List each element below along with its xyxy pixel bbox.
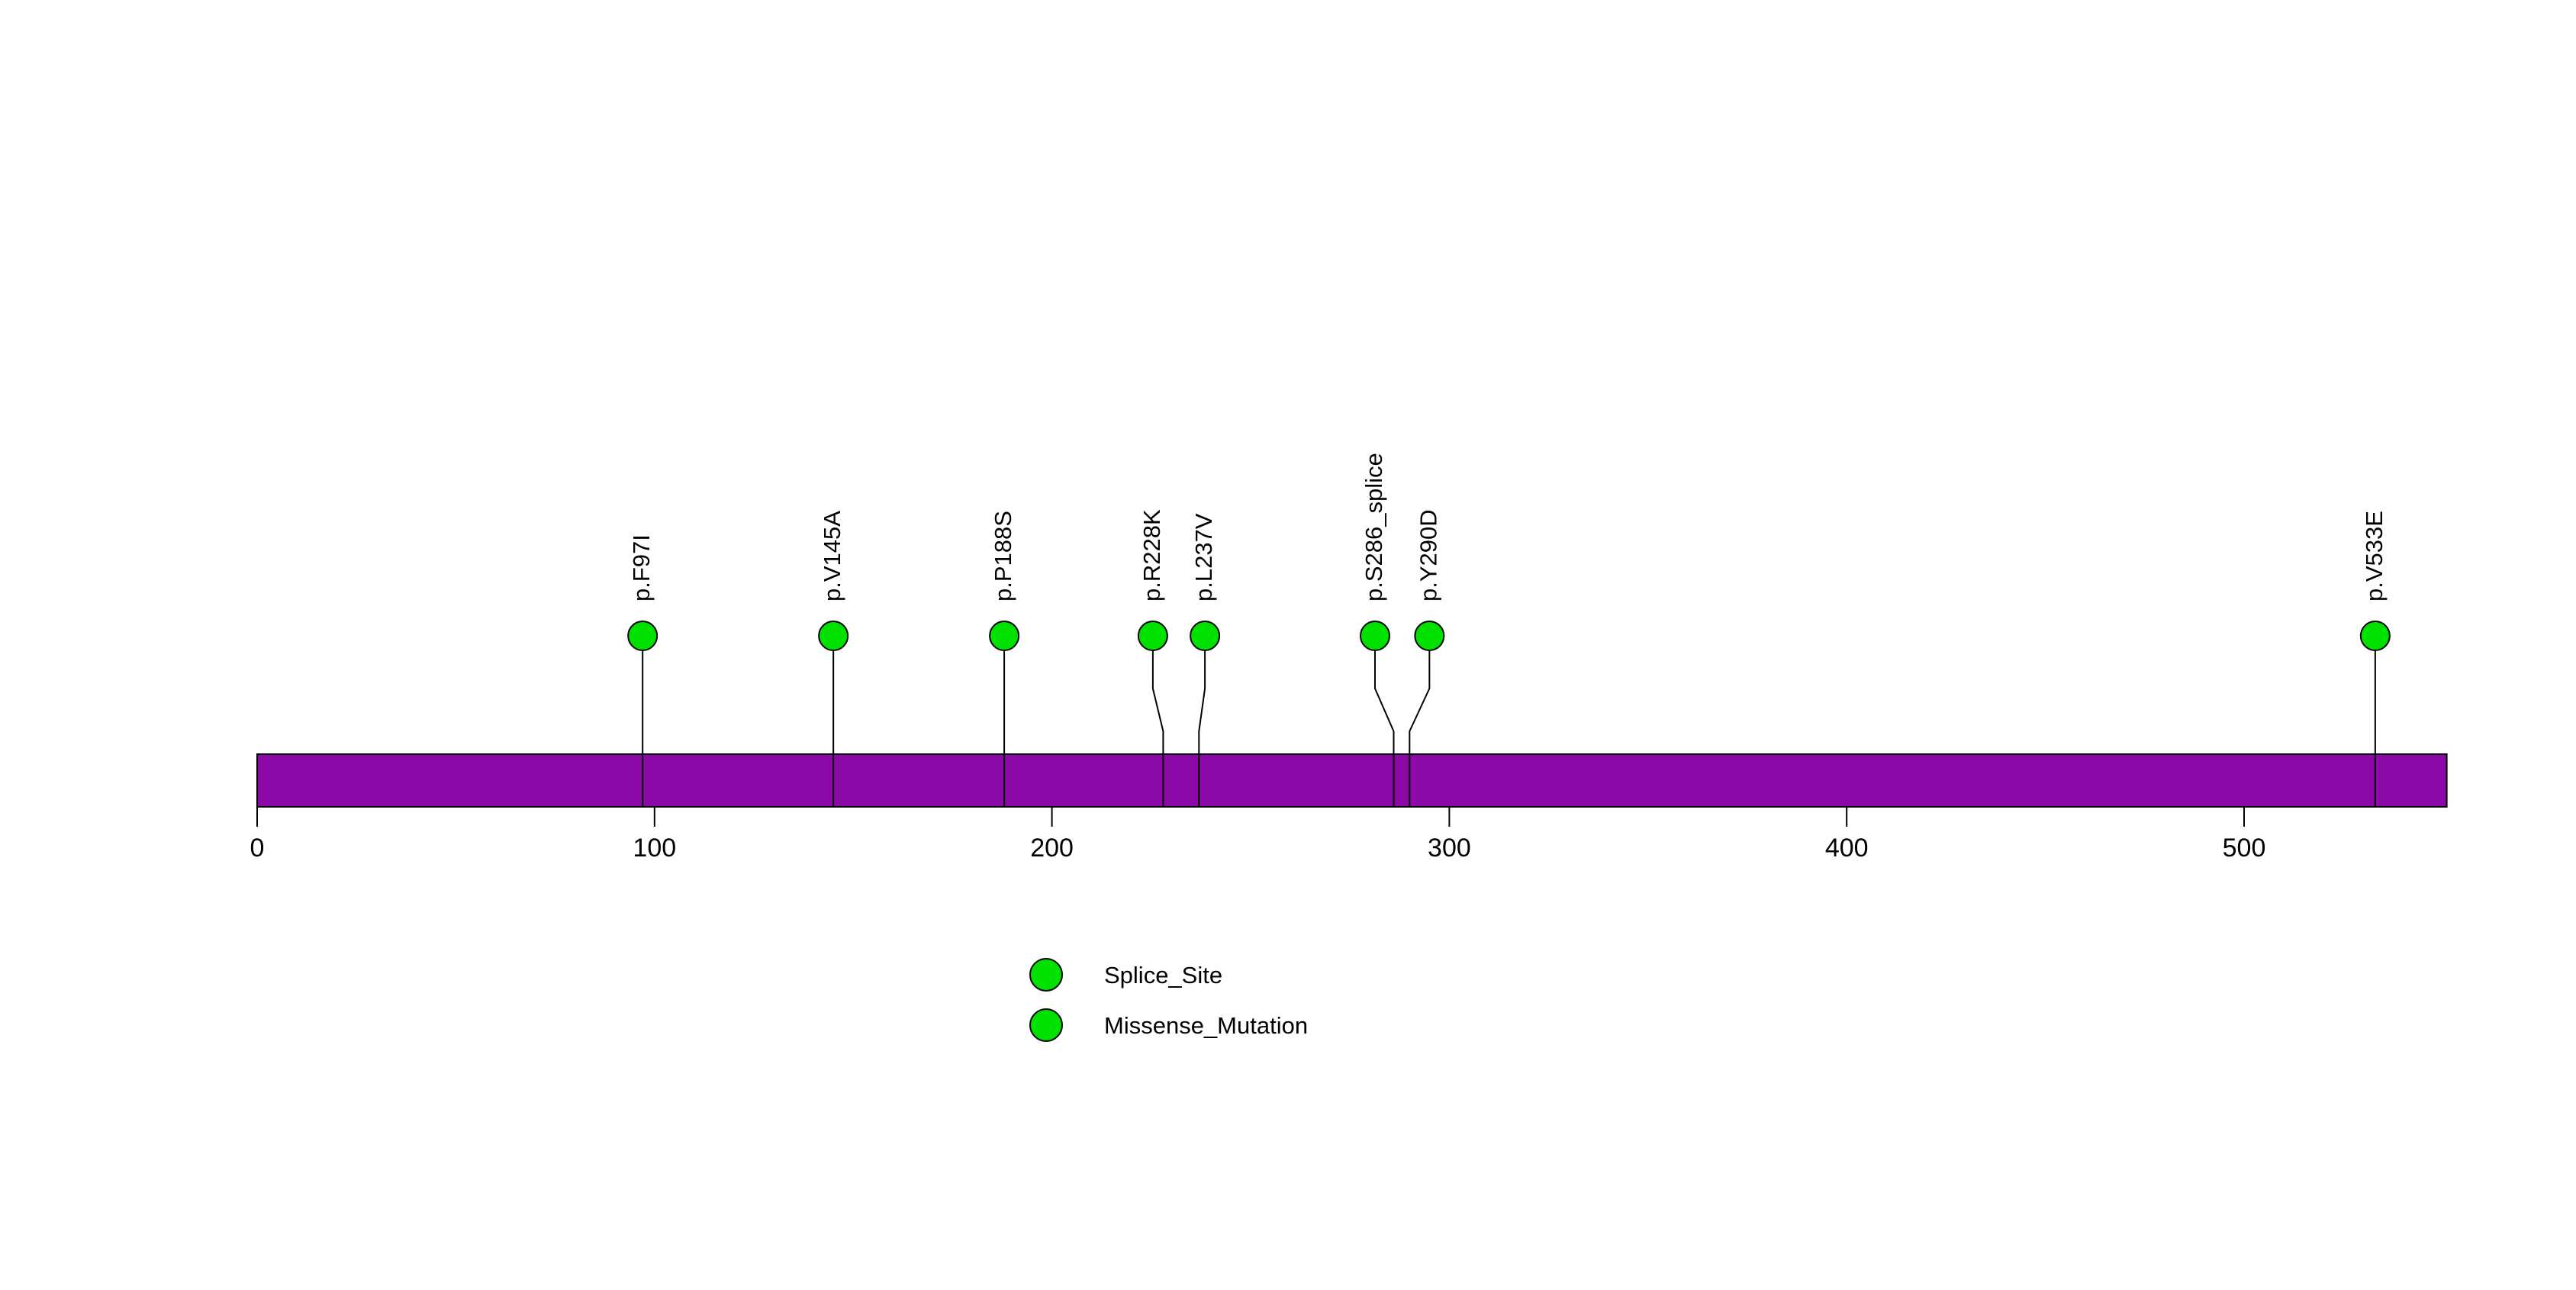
mutation-label: p.V533E: [2361, 511, 2388, 601]
x-axis: 0 100 200 300 400 500: [250, 807, 2266, 863]
mutation-points: [627, 621, 2391, 651]
axis-tick-label: 300: [1428, 834, 1471, 863]
lollipop-stem: [1409, 650, 1431, 807]
lollipop-stem: [1198, 650, 1206, 807]
mutation-label: p.F97I: [628, 534, 655, 601]
mutation-label: p.V145A: [819, 511, 845, 601]
lollipop-stem: [1151, 650, 1164, 807]
mutation-label: p.S286_splice: [1360, 453, 1387, 601]
legend-label: Splice_Site: [1104, 962, 1222, 988]
legend-swatch: [1029, 1008, 1063, 1042]
mutation-point: [989, 621, 1020, 651]
mutation-point: [1360, 621, 1391, 651]
axis-tick-label: 400: [1825, 834, 1869, 863]
axis-tick-label: 0: [250, 834, 265, 863]
mutation-point: [818, 621, 849, 651]
protein-backbone: [256, 753, 2448, 808]
axis-tick-label: 100: [633, 834, 676, 863]
mutation-labels: p.F97I p.V145A p.P188S p.R228K p.L237V p.S286…: [628, 453, 2388, 601]
mutation-point: [1190, 621, 1221, 651]
legend-item: Missense_Mutation: [1029, 1008, 1308, 1042]
legend-swatch: [1029, 958, 1063, 992]
mutation-point: [1137, 621, 1168, 651]
axis-tick-label: 200: [1030, 834, 1074, 863]
legend-item: Splice_Site: [1029, 958, 1222, 992]
mutation-label: p.P188S: [990, 511, 1016, 601]
mutation-label: p.R228K: [1138, 509, 1165, 601]
lollipop-stems: [642, 650, 2376, 807]
mutation-point: [2359, 621, 2391, 651]
lollipop-stem: [1374, 650, 1395, 807]
axis-tick-label: 500: [2223, 834, 2266, 863]
legend-label: Missense_Mutation: [1104, 1012, 1308, 1039]
mutation-point: [1414, 621, 1445, 651]
mutation-point: [627, 621, 658, 651]
mutation-label: p.L237V: [1190, 513, 1217, 601]
protein-backbone-group: [256, 753, 2448, 808]
mutation-label: p.Y290D: [1415, 509, 1441, 601]
